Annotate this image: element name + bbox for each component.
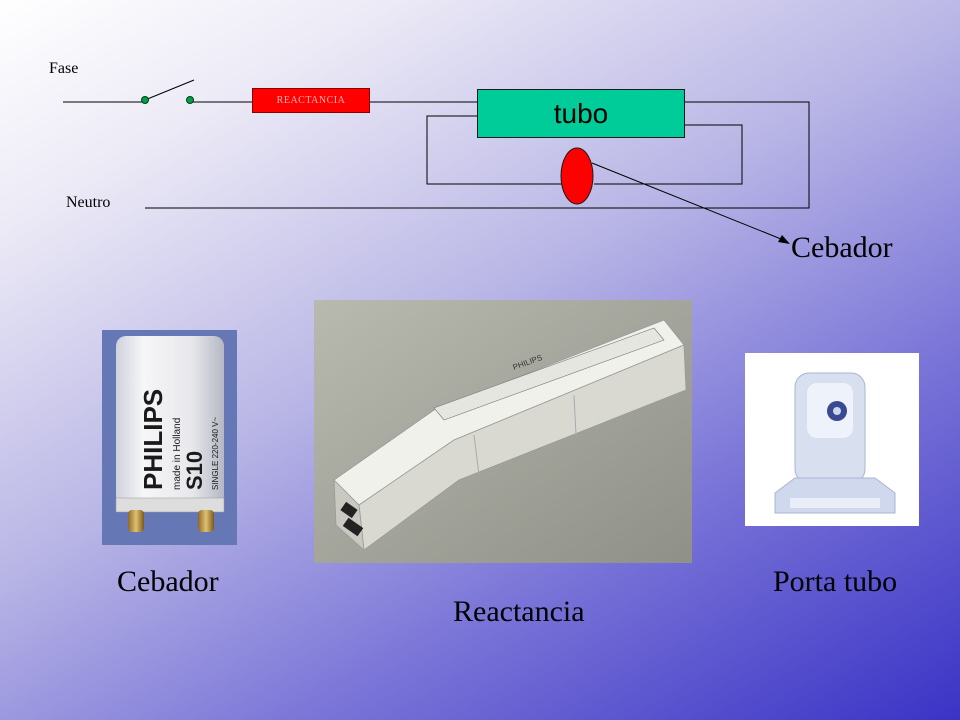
arrow-head: [778, 235, 790, 244]
cebador-symbol: [560, 147, 594, 205]
starter-detail-text: made in Holland: [172, 418, 183, 490]
cebador-caption: Cebador: [117, 565, 219, 598]
tubo-block: tubo: [477, 89, 685, 138]
switch-lever: [144, 79, 195, 101]
lampholder-illustration: [745, 353, 919, 526]
starter-spec-text: SINGLE 220-240 V~: [211, 417, 220, 490]
starter-loop-right: [594, 124, 743, 185]
starter-illustration: PHILIPS made in Holland S10 SINGLE 220-2…: [102, 330, 237, 545]
neutro-label: Neutro: [66, 194, 111, 211]
porta-tubo-photo: [745, 353, 919, 526]
switch-contact-left: [141, 96, 149, 104]
cebador-pointer-arrow: [591, 162, 787, 242]
reactancia-photo: PHILIPS: [314, 300, 692, 563]
cebador-photo: PHILIPS made in Holland S10 SINGLE 220-2…: [102, 330, 237, 545]
circuit-diagram: [63, 79, 810, 244]
starter-model-text: S10: [182, 451, 207, 490]
tubo-right-wire: [145, 101, 810, 209]
starter-loop-left: [426, 115, 562, 185]
porta-tubo-caption: Porta tubo: [773, 565, 898, 598]
ballast-illustration: PHILIPS: [314, 300, 692, 563]
reactancia-caption: Reactancia: [453, 595, 585, 628]
switch-contact-right: [186, 96, 194, 104]
reactancia-block: REACTANCIA: [252, 88, 370, 113]
starter-brand-text: PHILIPS: [138, 389, 168, 490]
cebador-callout-label: Cebador: [791, 231, 893, 264]
fase-label: Fase: [49, 60, 79, 77]
